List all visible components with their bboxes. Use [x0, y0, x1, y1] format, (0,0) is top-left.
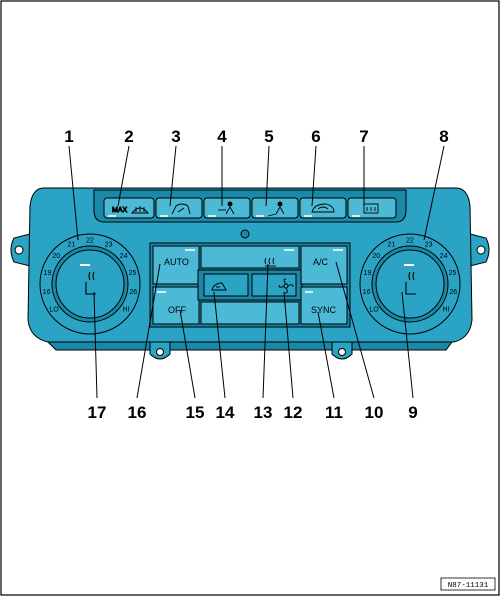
right-dial-scale-label: 26	[449, 289, 457, 296]
callout-3: 3	[171, 127, 180, 146]
callout-10: 10	[365, 403, 384, 422]
right-dial-scale-label: HI	[443, 307, 450, 314]
left-dial-scale-label: 19	[44, 270, 52, 277]
callout-11: 11	[325, 403, 343, 422]
off-label: OFF	[168, 305, 186, 315]
fan-icon	[278, 278, 294, 294]
callout-4: 4	[217, 127, 227, 146]
right-dial-scale-label: 23	[425, 242, 433, 249]
callout-17: 17	[88, 403, 107, 422]
air-to-windshield-icon	[171, 203, 191, 215]
right-dial-scale-label: 21	[388, 242, 396, 249]
air-to-footwell-icon	[267, 201, 285, 217]
seat-heat-button[interactable]	[200, 245, 300, 269]
recirculation-button[interactable]	[299, 197, 347, 219]
left-seat-heating-icon	[85, 271, 96, 295]
fresh-air-icon	[211, 282, 227, 291]
callout-15: 15	[186, 403, 205, 422]
left-dial-scale-label: 26	[129, 289, 137, 296]
top-button-row	[103, 197, 397, 219]
max-label: MAX	[112, 207, 128, 214]
left-temperature-dial[interactable]	[39, 233, 141, 335]
leader-lines	[68, 145, 445, 399]
max-defrost-icon: MAX	[112, 206, 149, 214]
sync-label: SYNC	[311, 305, 337, 315]
callout-5: 5	[264, 127, 273, 146]
sync-button[interactable]	[300, 286, 348, 325]
right-dial-scale-label: 16	[363, 289, 371, 296]
off-button[interactable]	[152, 286, 200, 325]
callout-2: 2	[124, 127, 133, 146]
left-dial-scale-label: 25	[129, 270, 137, 277]
right-mount-hole	[476, 245, 486, 255]
auto-label: AUTO	[164, 257, 189, 267]
right-seat-heating-icon	[405, 271, 416, 295]
windshield-air-button[interactable]	[155, 197, 203, 219]
callout-9: 9	[408, 403, 417, 422]
callout-numbers: 1 2 3 4 5 6 7 8 9 10 11 12 13 14 15 16 1…	[64, 127, 448, 422]
right-dial-scale-label: 22	[406, 238, 414, 245]
right-dial-scale-label: 19	[364, 270, 372, 277]
top-center-hole	[240, 229, 250, 239]
heated-seat-icon	[264, 257, 276, 267]
center-button-block	[149, 242, 351, 328]
ac-button[interactable]	[300, 245, 348, 285]
left-mount-hole	[14, 245, 24, 255]
callout-7: 7	[359, 127, 368, 146]
lower-mid-button[interactable]	[200, 301, 300, 325]
left-dial-scale-label: 16	[43, 289, 51, 296]
reference-box	[440, 577, 496, 591]
left-dial-scale-label: 23	[105, 242, 113, 249]
rear-window-defrost-icon	[363, 203, 379, 214]
lower-right-hole	[338, 348, 346, 356]
upper-body-air-button[interactable]	[203, 197, 251, 219]
callout-6: 6	[311, 127, 320, 146]
panel-lower-lip	[46, 341, 453, 351]
callout-16: 16	[128, 403, 147, 422]
callout-8: 8	[439, 127, 448, 146]
reference-code: N87-11131	[448, 582, 489, 590]
right-dial-scale-label: 20	[372, 253, 380, 260]
left-dial-scale-label: LO	[49, 307, 59, 314]
callout-12: 12	[284, 403, 303, 422]
ac-label: A/C	[313, 257, 329, 267]
fresh-air-button[interactable]	[203, 273, 249, 297]
footwell-air-button[interactable]	[251, 197, 299, 219]
recirculation-icon	[311, 203, 335, 213]
left-dial-scale-label: 21	[68, 242, 76, 249]
lower-left-hole	[156, 348, 164, 356]
left-dial-scale-label: 20	[52, 253, 60, 260]
left-dial-scale-label: 22	[86, 238, 94, 245]
callout-13: 13	[254, 403, 273, 422]
right-dial-scale-label: 24	[440, 253, 448, 260]
air-to-upper-body-icon	[218, 201, 235, 215]
center-indicators	[157, 249, 343, 293]
callout-1: 1	[64, 127, 73, 146]
right-dial-scale-label: 25	[449, 270, 457, 277]
right-temperature-dial[interactable]	[359, 233, 461, 335]
left-dial-scale-label: HI	[123, 307, 130, 314]
callout-14: 14	[216, 403, 235, 422]
left-dial-scale-label: 24	[120, 253, 128, 260]
right-dial-scale-label: LO	[369, 307, 379, 314]
rear-defrost-button[interactable]	[347, 197, 397, 219]
auto-button[interactable]	[152, 245, 200, 285]
